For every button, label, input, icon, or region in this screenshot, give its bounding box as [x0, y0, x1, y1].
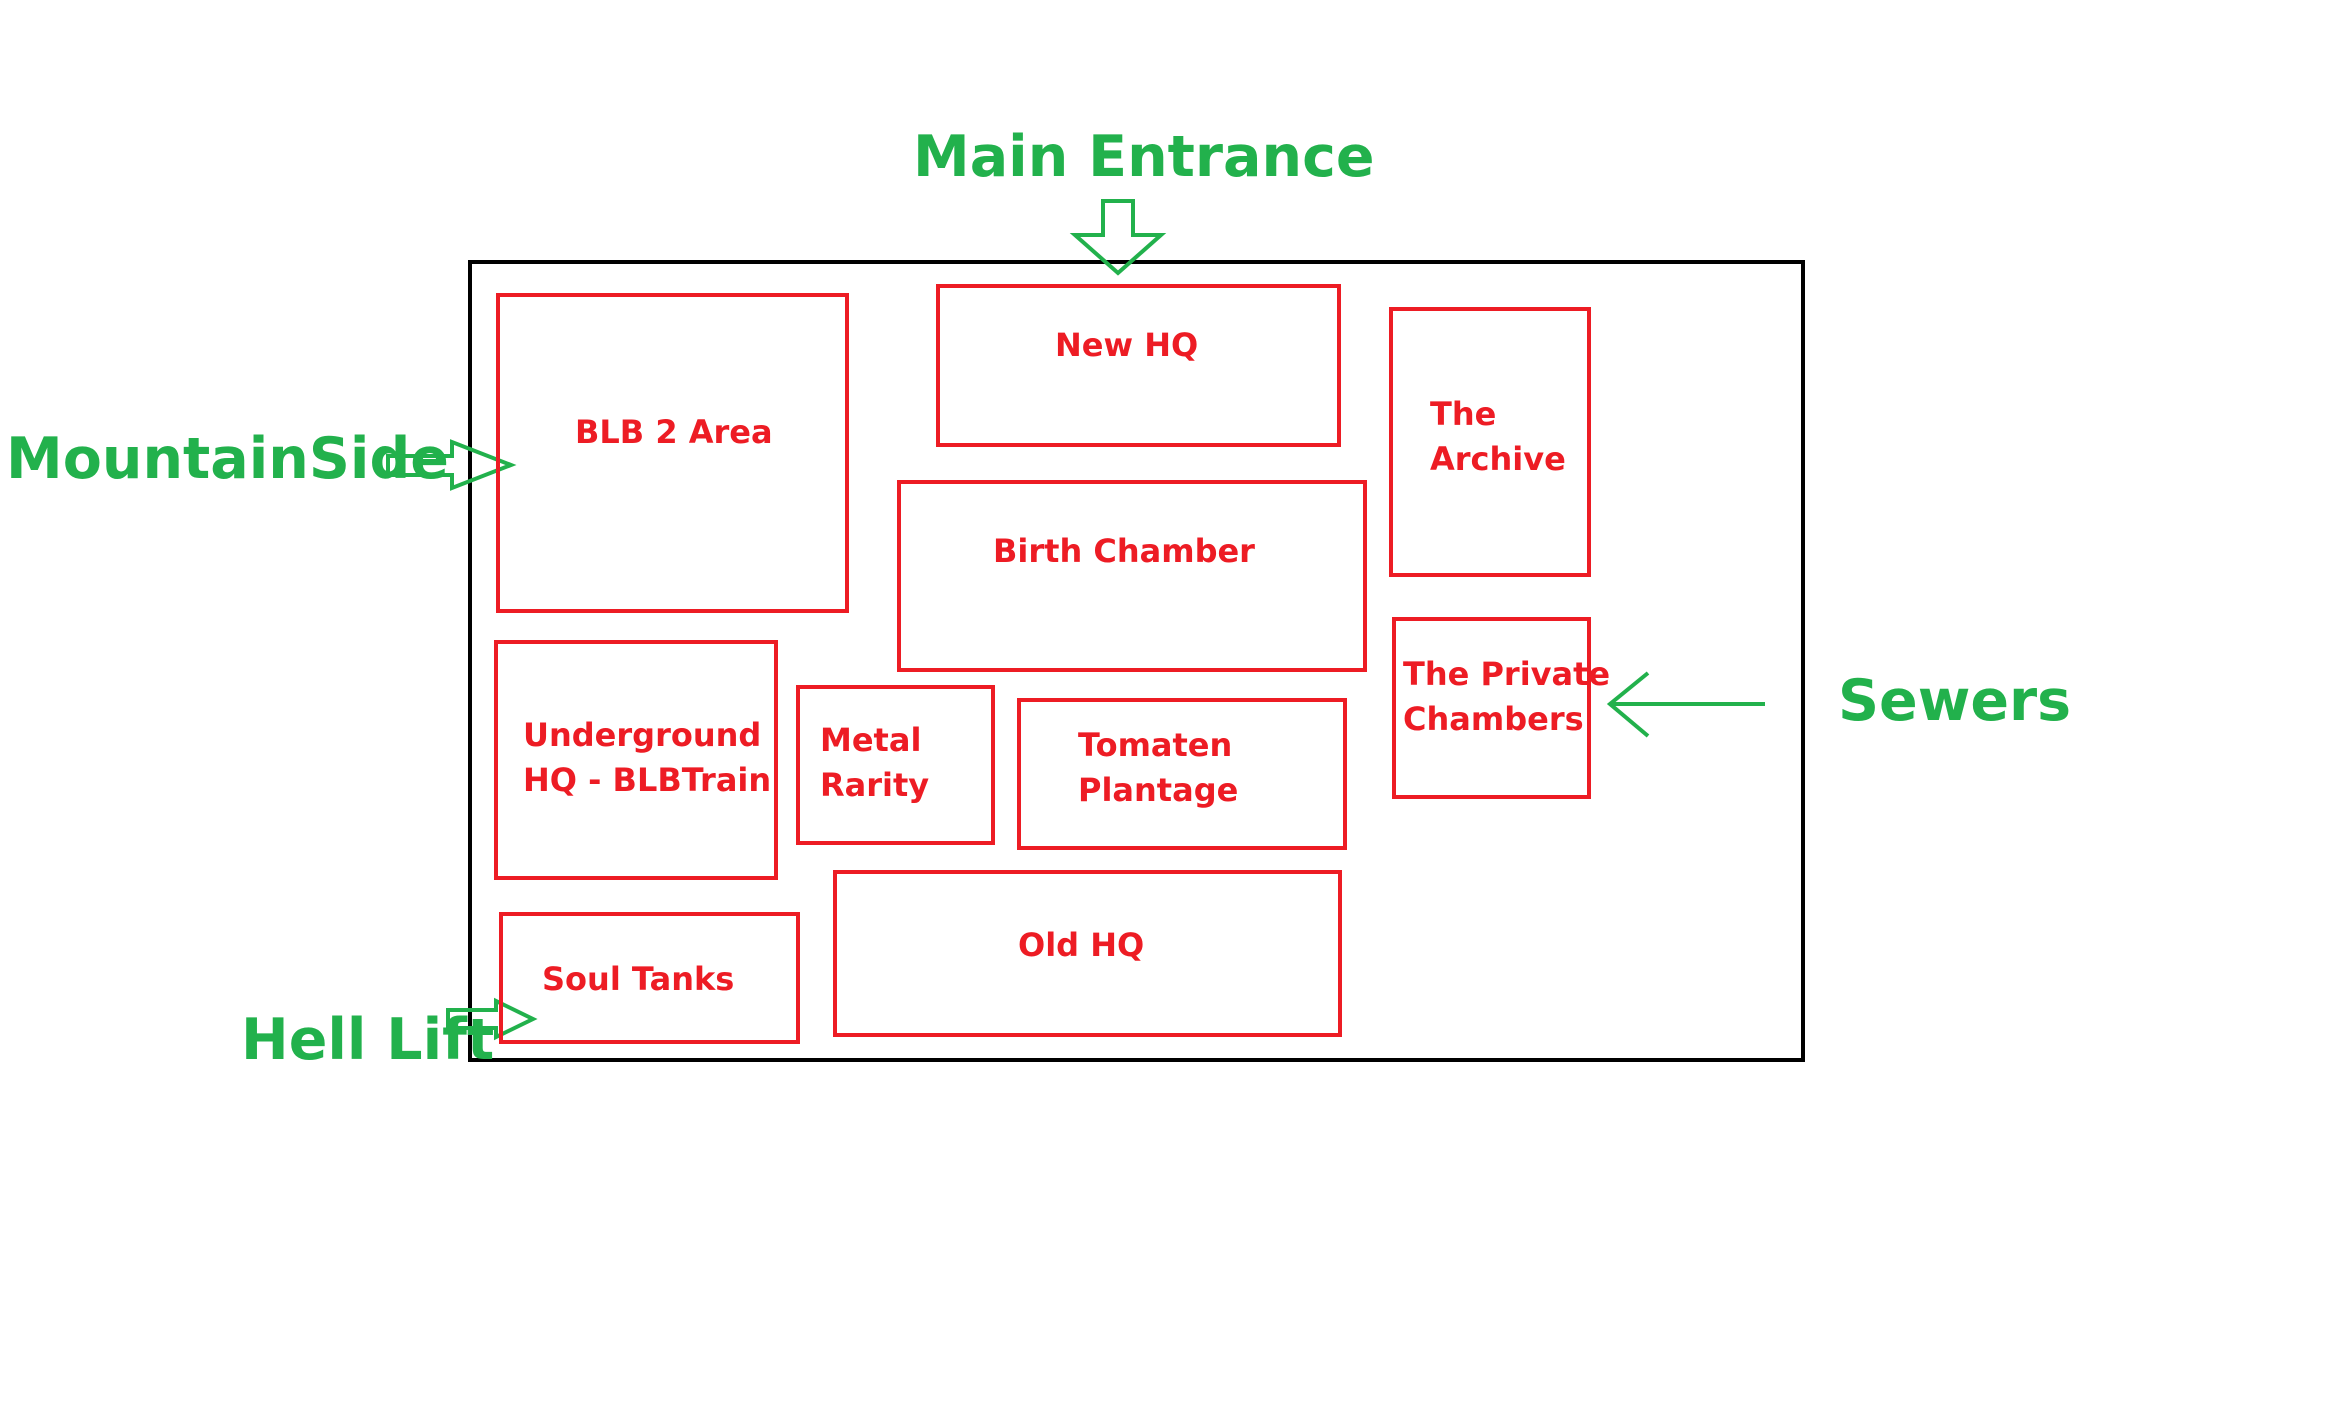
sewers-label: Sewers [1838, 668, 2072, 734]
room-old-hq-label: Old HQ [1018, 926, 1145, 964]
main-entrance-label: Main Entrance [913, 124, 1375, 190]
facility-outline [468, 260, 1805, 1062]
room-underground-hq-label: Underground HQ - BLBTrain [523, 713, 771, 803]
room-metal-rarity-line-2: Rarity [820, 766, 930, 804]
room-the-archive-label: The Archive [1430, 392, 1566, 482]
room-private-chambers-line-1: The Private [1403, 655, 1611, 693]
room-blb2-area-label: BLB 2 Area [575, 413, 773, 451]
room-new-hq-label: New HQ [1055, 326, 1199, 364]
room-old-hq [833, 870, 1342, 1037]
room-new-hq [936, 284, 1341, 447]
room-the-archive-line-1: The [1430, 395, 1497, 433]
room-soul-tanks-label: Soul Tanks [542, 960, 735, 998]
hell-lift-label: Hell Lift [241, 1007, 495, 1073]
room-birth-chamber [897, 480, 1367, 672]
room-the-archive-line-2: Archive [1430, 440, 1566, 478]
room-tomaten-plantage [1017, 698, 1347, 850]
mountainside-label: MountainSide [6, 426, 449, 492]
room-private-chambers-label: The Private Chambers [1403, 652, 1610, 742]
room-private-chambers [1392, 617, 1591, 799]
room-birth-chamber-label: Birth Chamber [993, 532, 1255, 570]
room-tomaten-plantage-line-1: Tomaten [1078, 726, 1233, 764]
room-metal-rarity-line-1: Metal [820, 721, 922, 759]
room-private-chambers-line-2: Chambers [1403, 700, 1584, 738]
room-soul-tanks [499, 912, 800, 1044]
mountainside-arrow-icon [386, 439, 517, 491]
room-the-archive [1389, 307, 1591, 577]
main-entrance-arrow-icon [1069, 199, 1167, 276]
sewers-arrow-icon [1606, 671, 1650, 738]
room-metal-rarity [796, 685, 995, 845]
room-tomaten-plantage-line-2: Plantage [1078, 771, 1239, 809]
hell-lift-arrow-icon [446, 997, 538, 1041]
room-blb2-area [496, 293, 849, 613]
room-underground-hq [494, 640, 778, 880]
room-underground-hq-line-2: HQ - BLBTrain [523, 761, 772, 799]
room-underground-hq-line-1: Underground [523, 716, 762, 754]
room-metal-rarity-label: Metal Rarity [820, 718, 929, 808]
room-tomaten-plantage-label: Tomaten Plantage [1078, 723, 1238, 813]
